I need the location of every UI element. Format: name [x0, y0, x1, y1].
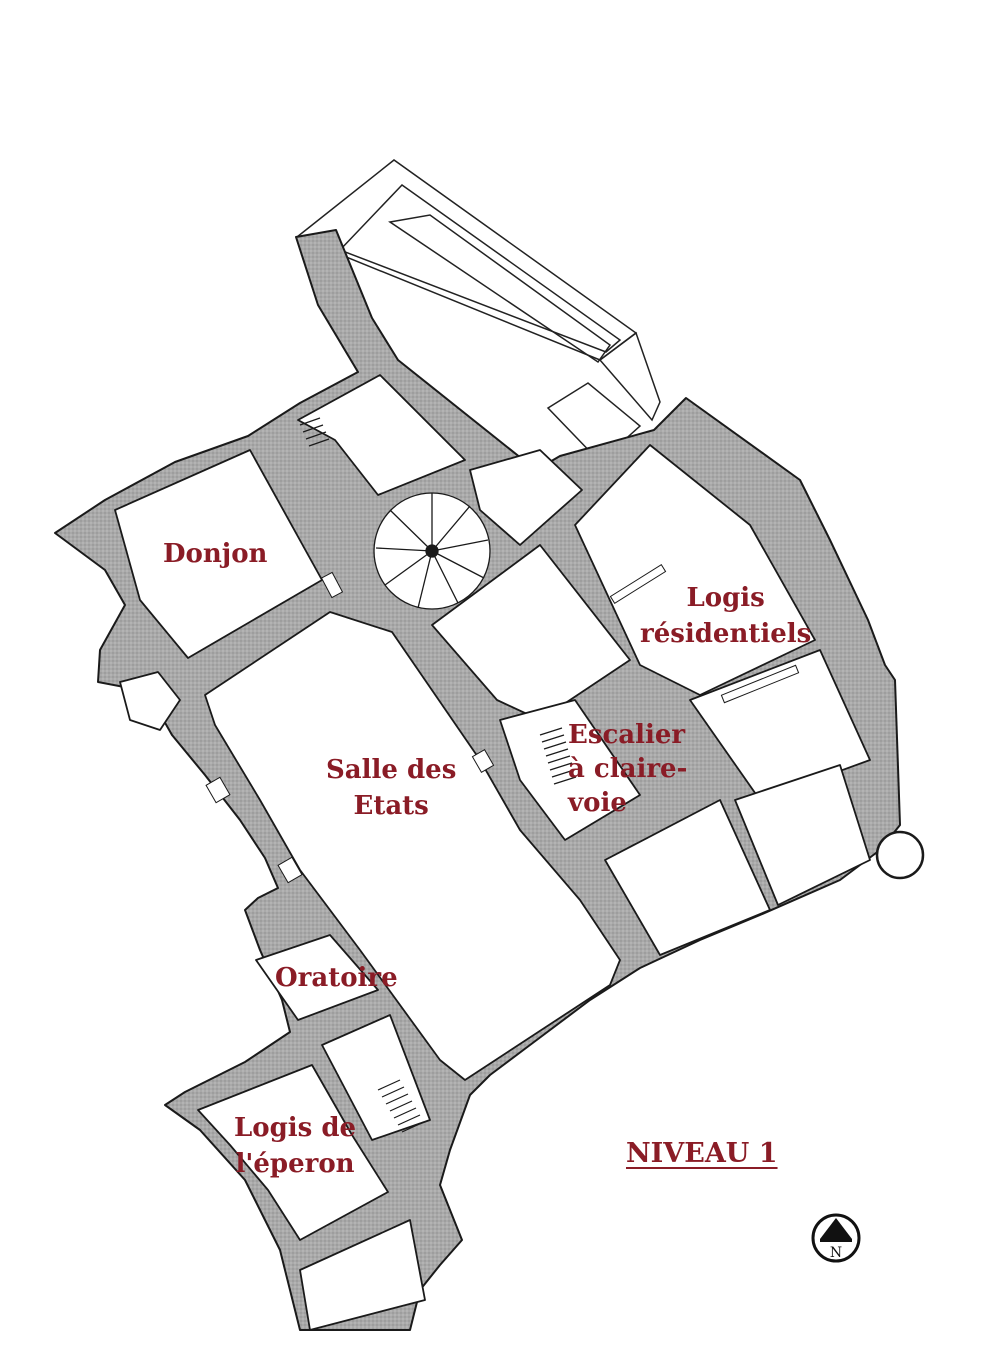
room-label-line: résidentiels: [640, 619, 812, 649]
compass-letter: N: [830, 1245, 842, 1261]
room-logis-residentiels: [574, 444, 816, 696]
room-label-line: Oratoire: [275, 963, 398, 993]
room-donjon: [114, 449, 323, 659]
room-south-east-a: [604, 799, 771, 956]
east-tower: [875, 830, 925, 880]
room-label-line: Salle des: [326, 755, 457, 785]
room-label-logis-eperon: Logis de l'éperon: [234, 1110, 356, 1182]
room-label-salle-des-etats: Salle des Etats: [326, 752, 456, 824]
room-label-line: voie: [568, 788, 627, 818]
room-oratoire: [255, 934, 379, 1021]
north-arrow-icon: N: [811, 1213, 861, 1263]
room-escalier: [499, 699, 641, 841]
room-logis-eperon: [197, 1064, 389, 1241]
room-north: [297, 374, 466, 496]
room-east: [689, 649, 871, 801]
rooms: [114, 374, 871, 1331]
room-north-east: [469, 449, 583, 546]
room-label-line: Escalier: [568, 720, 686, 750]
level-title: NIVEAU 1: [626, 1138, 778, 1169]
room-label-escalier: Escalier à claire- voie: [568, 718, 687, 820]
room-stair-south: [321, 1014, 431, 1141]
room-label-line: à claire-: [568, 754, 688, 784]
room-center: [431, 544, 631, 721]
stair-flights: [299, 417, 577, 1133]
room-salle-des-etats: [204, 611, 621, 1081]
room-label-oratoire: Oratoire: [275, 960, 398, 996]
room-south-east-b: [734, 764, 871, 906]
room-label-line: Etats: [353, 791, 429, 821]
spiral-staircase: [373, 492, 491, 610]
room-label-logis-residentiels: Logis résidentiels: [640, 580, 811, 652]
room-south-tower: [299, 1219, 426, 1331]
wall-openings: [205, 564, 800, 884]
room-west-turret: [119, 671, 181, 731]
room-label-line: Logis: [686, 583, 765, 613]
terrace-outline: [295, 159, 661, 464]
room-label-line: Logis de: [234, 1113, 357, 1143]
room-label-donjon: Donjon: [163, 536, 267, 572]
room-label-line: Donjon: [163, 539, 268, 569]
room-label-line: l'éperon: [235, 1149, 355, 1179]
